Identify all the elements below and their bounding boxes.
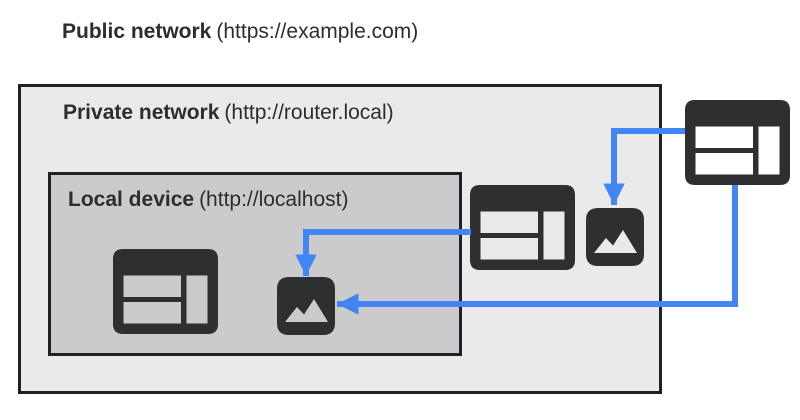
private-network-url: (http://router.local)	[224, 101, 394, 124]
local-device-name: Local device	[68, 188, 195, 211]
public-network-name: Public network	[62, 20, 212, 43]
image-icon-local-device	[277, 277, 335, 335]
public-network-label: Public network(https://example.com)	[62, 20, 418, 44]
browser-window-icon-local-device	[113, 249, 218, 334]
public-network-url: (https://example.com)	[216, 20, 419, 43]
local-device-url: (http://localhost)	[199, 188, 349, 211]
private-network-label: Private network(http://router.local)	[63, 101, 394, 125]
browser-window-icon-public-network	[685, 100, 790, 185]
local-device-label: Local device(http://localhost)	[68, 188, 348, 212]
image-icon-private-network	[586, 208, 644, 266]
private-network-name: Private network	[63, 101, 220, 124]
browser-window-icon-private-network	[470, 185, 575, 270]
local-device-box: Local device(http://localhost)	[48, 172, 462, 356]
